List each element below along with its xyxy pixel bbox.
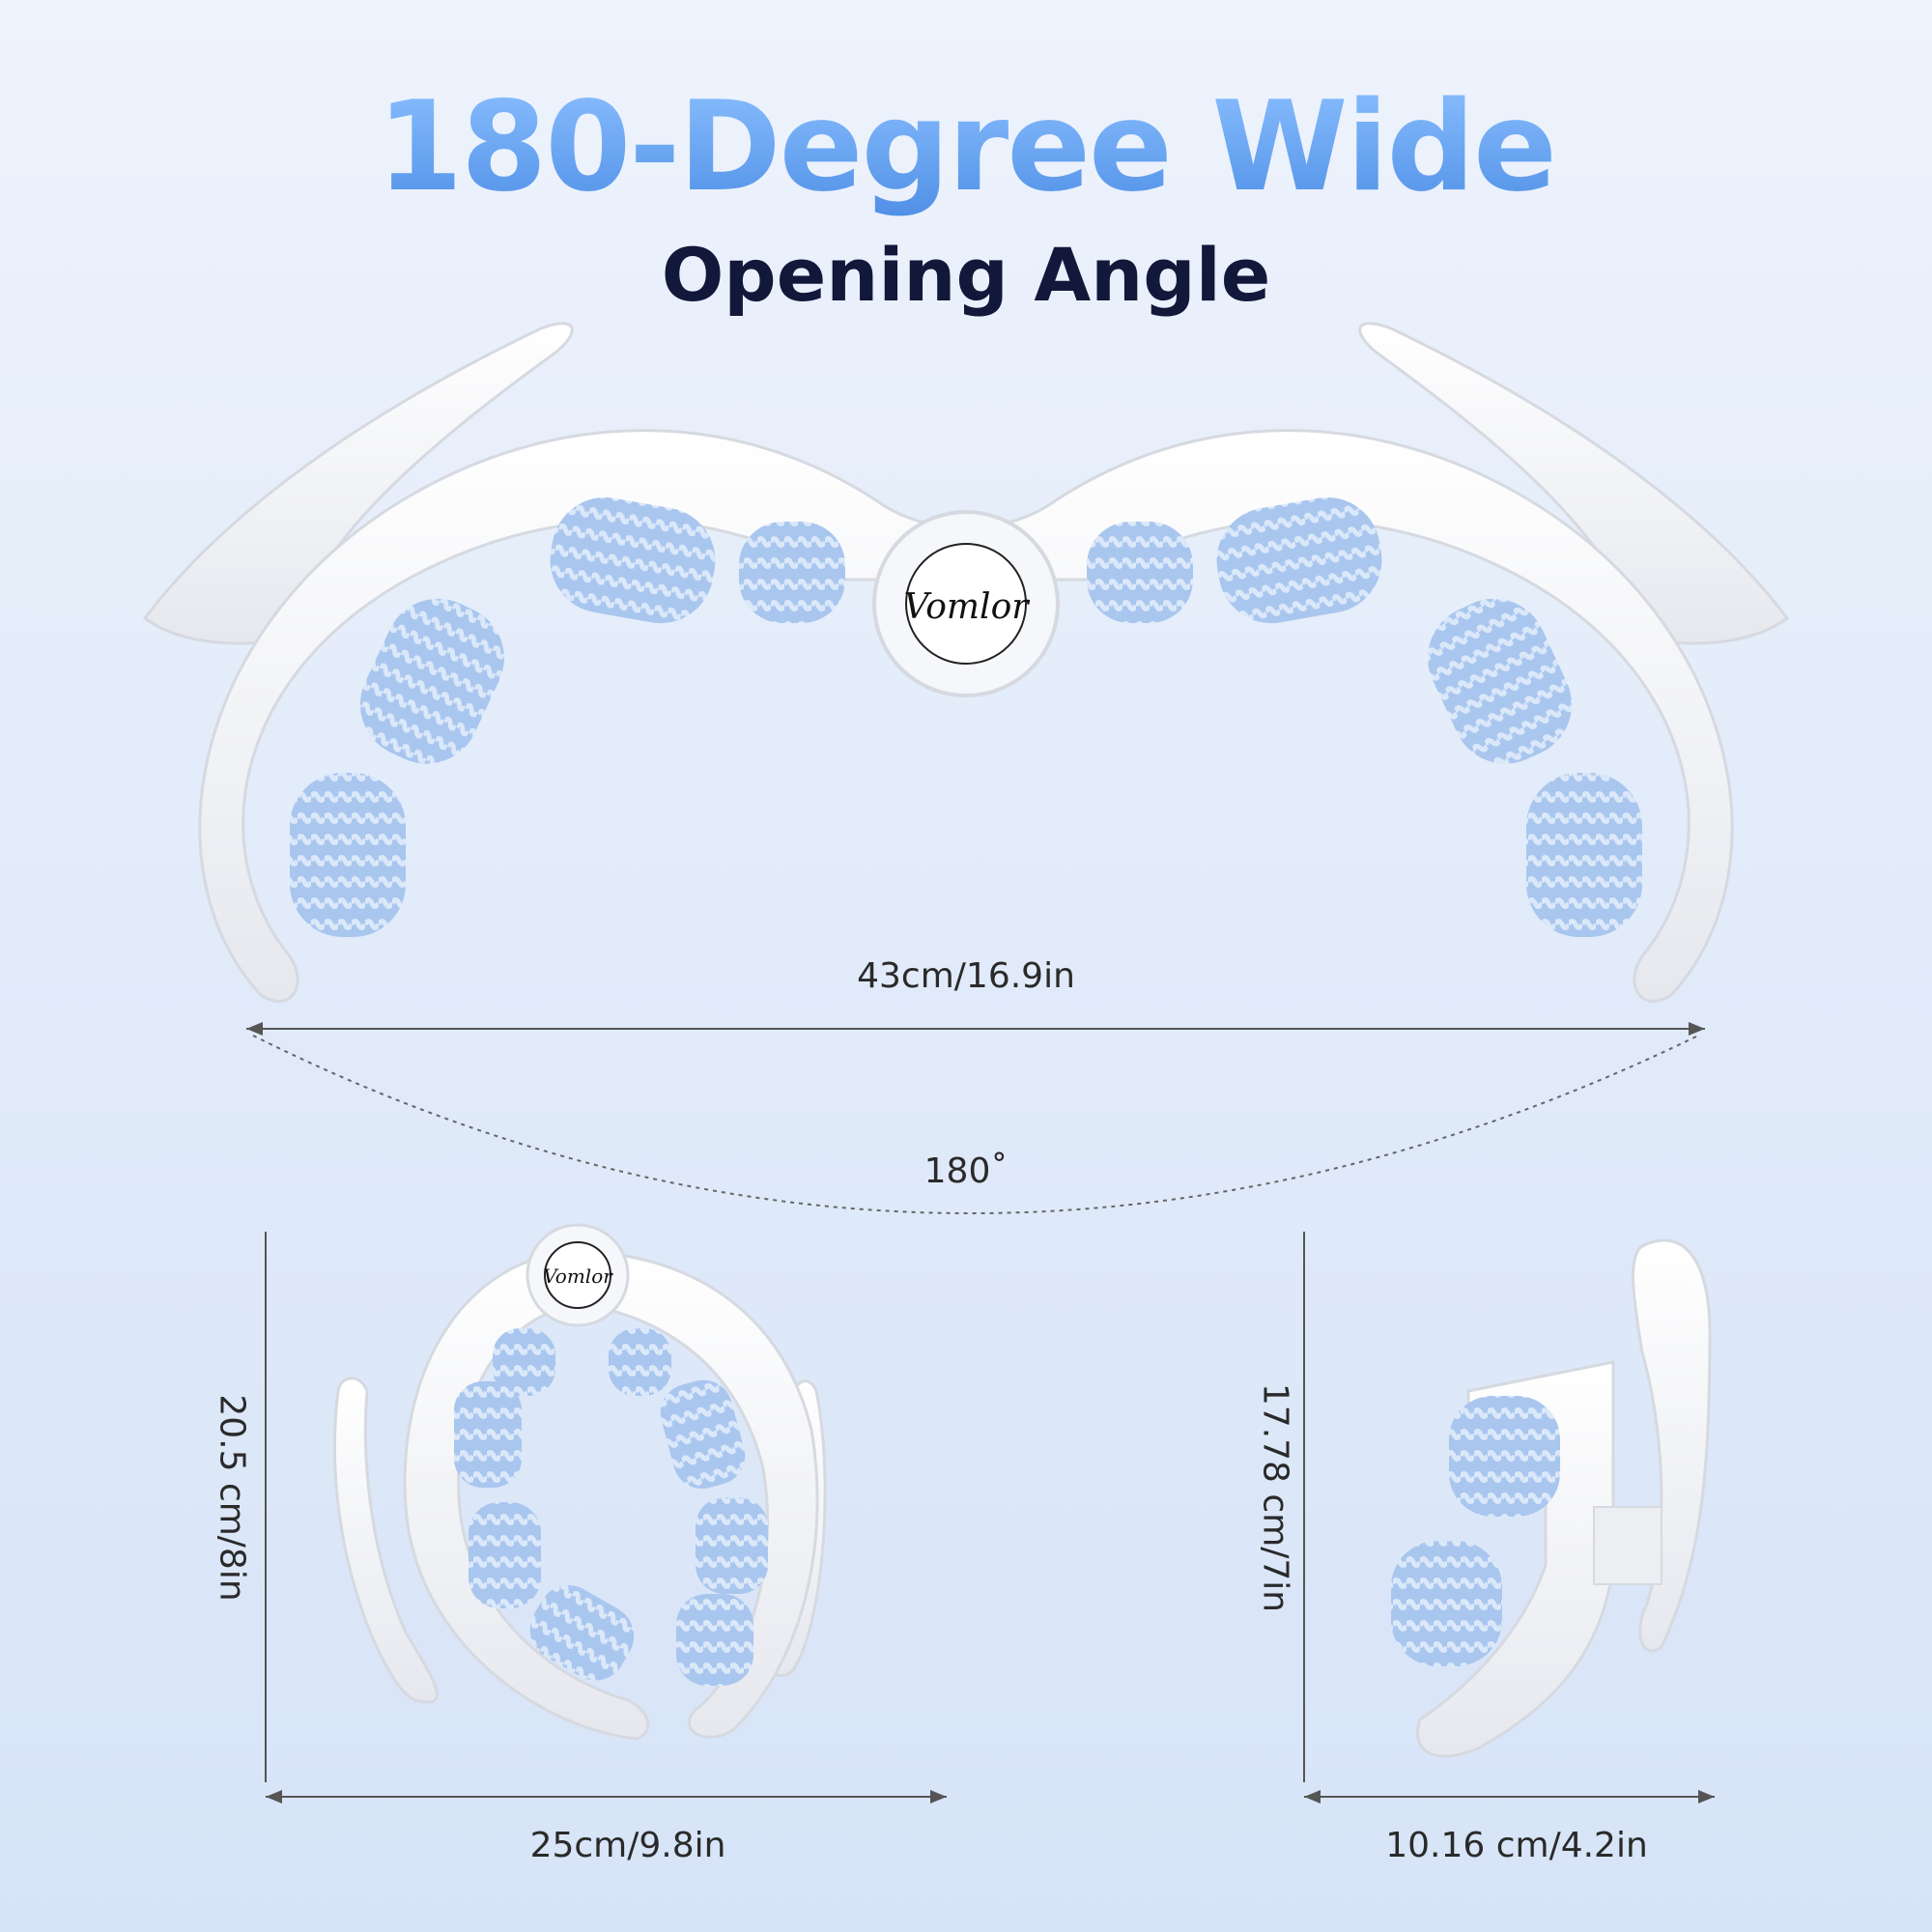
roller bbox=[660, 1379, 746, 1489]
brand-logo: Vomlor bbox=[904, 587, 1031, 627]
roller bbox=[1526, 773, 1642, 937]
arrow-head-right bbox=[930, 1790, 947, 1804]
arrow-head-right bbox=[1698, 1790, 1715, 1804]
roller bbox=[696, 1497, 768, 1594]
roller bbox=[609, 1328, 671, 1396]
roller bbox=[1087, 522, 1193, 623]
roller bbox=[493, 1328, 555, 1396]
side-handle bbox=[1632, 1238, 1712, 1653]
left-handle bbox=[333, 1377, 439, 1704]
side-spring bbox=[1593, 1506, 1662, 1585]
roller bbox=[1428, 598, 1573, 764]
open-angle-label: 180˚ bbox=[923, 1151, 1009, 1191]
rollers-left bbox=[290, 497, 845, 937]
roller bbox=[359, 598, 504, 764]
angle-arc bbox=[252, 1035, 1699, 1214]
roller bbox=[1216, 497, 1382, 624]
roller bbox=[454, 1381, 522, 1488]
rollers-right bbox=[1087, 497, 1642, 937]
brand-logo: Vomlor bbox=[543, 1264, 613, 1288]
headline-subtitle: Opening Angle bbox=[661, 232, 1271, 318]
roller bbox=[529, 1585, 635, 1681]
arrow-head-left bbox=[246, 1022, 263, 1036]
arrow-head-left bbox=[266, 1790, 282, 1804]
roller bbox=[1391, 1541, 1502, 1666]
roller bbox=[1449, 1396, 1560, 1517]
roller bbox=[290, 773, 406, 937]
open-massager: Vomlor bbox=[142, 322, 1790, 1003]
roller bbox=[550, 497, 716, 624]
brand-logo-badge bbox=[544, 1241, 611, 1309]
side-massager bbox=[1391, 1238, 1712, 1758]
closed-height-label: 20.5 cm/8in bbox=[212, 1394, 252, 1602]
headline-title: 180-Degree Wide bbox=[0, 75, 1932, 219]
arrow-head-left bbox=[1304, 1790, 1321, 1804]
closed-width-label: 25cm/9.8in bbox=[529, 1826, 726, 1865]
arrow-head-right bbox=[1689, 1022, 1705, 1036]
side-width-label: 10.16 cm/4.2in bbox=[1385, 1826, 1648, 1865]
side-height-label: 17.78 cm/7in bbox=[1255, 1382, 1295, 1613]
roller bbox=[739, 522, 845, 623]
roller bbox=[676, 1594, 753, 1686]
closed-massager: Vomlor bbox=[333, 1223, 827, 1741]
side-body bbox=[1416, 1360, 1615, 1758]
open-width-label: 43cm/16.9in bbox=[857, 956, 1075, 996]
roller bbox=[469, 1502, 541, 1608]
brand-logo-badge bbox=[905, 543, 1027, 665]
